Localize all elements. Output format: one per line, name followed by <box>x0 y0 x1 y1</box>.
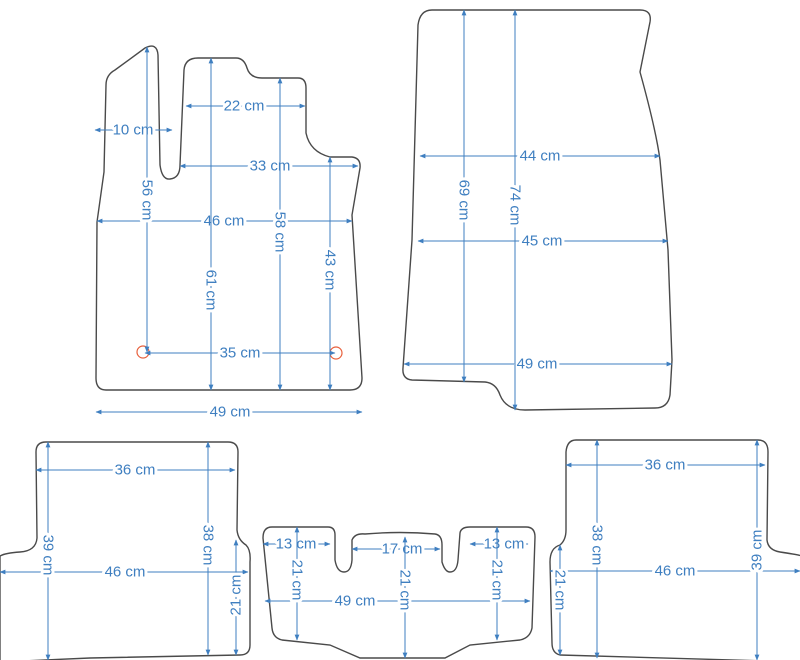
dimension-label: 39 cm <box>749 530 766 571</box>
rear-left-mat-dimension: 38 cm <box>197 441 220 656</box>
front-right-mat-dimension: 49 cm <box>403 353 673 376</box>
dimension-label: 17 cm <box>382 541 423 558</box>
dimension-label: 69 cm <box>456 180 473 221</box>
rear-left-mat-outline <box>0 441 251 660</box>
front-left-mat-dimension: 43 cm <box>319 156 342 391</box>
front-left-mat-dimension: 61 cm <box>200 57 223 391</box>
front-right-mat-dimension: 45 cm <box>417 230 669 253</box>
front-right-mat-dimension: 44 cm <box>419 145 661 168</box>
rear-right-mat-outline <box>549 439 800 660</box>
dimension-label: 22 cm <box>224 98 265 115</box>
rear-left-mat-dimension: 21 cm <box>225 539 248 656</box>
dimension-label: 13 cm <box>276 536 317 553</box>
dimension-label: 56 cm <box>139 180 156 221</box>
dimension-label: 49 cm <box>335 593 376 610</box>
dimension-label: 39 cm <box>40 535 57 576</box>
dimension-label: 21 cm <box>228 575 245 616</box>
front-left-mat-dimension: 22 cm <box>185 95 306 118</box>
dimension-label: 49 cm <box>517 356 558 373</box>
dimension-label: 35 cm <box>220 345 261 362</box>
front-right-mat-outline <box>402 9 673 411</box>
dimension-label: 21 cm <box>397 570 414 611</box>
rear-right-mat-dimension: 39 cm <box>746 439 769 660</box>
front-right-mat-dimension: 69 cm <box>453 9 476 383</box>
rear-center-mat-dimension: 21 cm <box>394 536 417 659</box>
dimension-label: 21 cm <box>289 560 306 601</box>
dimension-label: 44 cm <box>520 148 561 165</box>
dimension-label: 61 cm <box>203 270 220 311</box>
front-left-mat-dimension: 56 cm <box>136 46 159 353</box>
rear-right-mat-dimension: 36 cm <box>565 454 766 477</box>
dimension-label: 21 cm <box>489 560 506 601</box>
rear-left-mat-dimension: 36 cm <box>35 459 236 482</box>
dimension-label: 46 cm <box>105 564 146 581</box>
front-left-mat-dimension: 49 cm <box>95 401 363 424</box>
dimension-label: 21 cm <box>552 570 569 611</box>
dimension-label: 49 cm <box>210 404 251 421</box>
dimension-label: 74 cm <box>507 185 524 226</box>
front-left-mat-dimension: 35 cm <box>144 342 336 365</box>
dimension-label: 43 cm <box>322 250 339 291</box>
front-left-mat-dimension: 58 cm <box>269 77 292 391</box>
rear-left-mat-dimension: 39 cm <box>37 441 60 660</box>
dimension-label: 36 cm <box>645 457 686 474</box>
dimension-label: 58 cm <box>272 212 289 253</box>
dimension-label: 45 cm <box>522 233 563 250</box>
front-right-mat-dimension: 74 cm <box>504 9 527 411</box>
front-left-mat-outline <box>95 45 363 391</box>
rear-right-mat-dimension: 21 cm <box>549 544 572 656</box>
dimension-label: 36 cm <box>115 462 156 479</box>
dimension-label: 33 cm <box>250 158 291 175</box>
rear-right-mat-dimension: 46 cm <box>549 560 800 583</box>
rear-center-mat-outline <box>262 526 536 659</box>
rear-center-mat-dimension: 17 cm <box>351 538 441 561</box>
dimension-label: 13 cm <box>484 536 525 553</box>
rear-right-mat-dimension: 38 cm <box>586 439 609 659</box>
dimension-label: 46 cm <box>655 563 696 580</box>
dimension-label: 38 cm <box>200 525 217 566</box>
rear-center-mat-dimension: 21 cm <box>486 526 509 641</box>
rear-center-mat-dimension: 49 cm <box>264 590 531 613</box>
dimension-label: 46 cm <box>204 213 245 230</box>
dimension-label: 38 cm <box>589 525 606 566</box>
rear-center-mat-dimension: 21 cm <box>286 526 309 641</box>
